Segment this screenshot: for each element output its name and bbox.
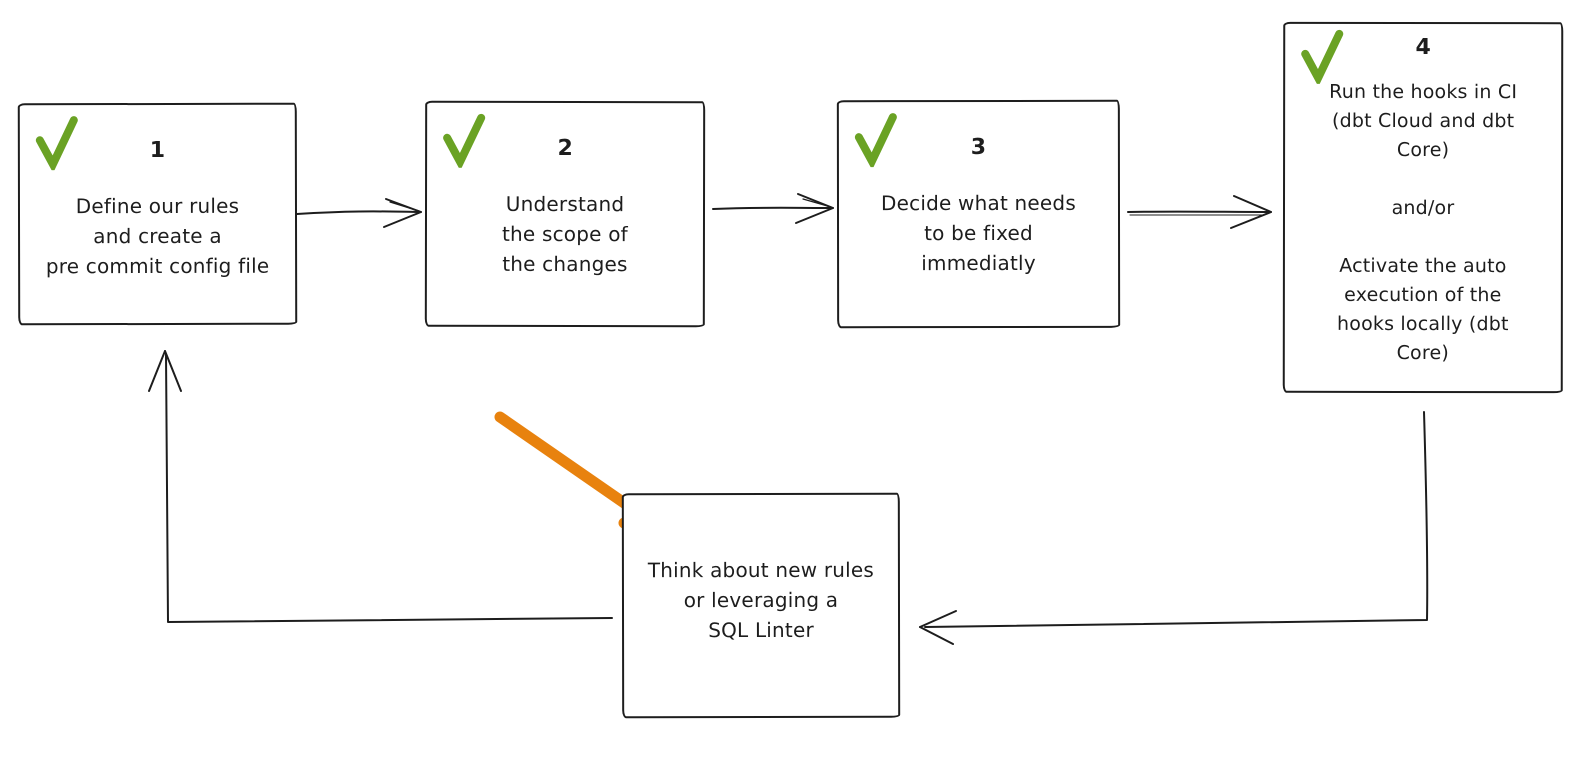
arrow-step3-to-step4 [1127, 195, 1272, 229]
step-text: Define our rules and create a pre commit… [45, 193, 270, 279]
loop-box: Think about new rules or leveraging a SQ… [621, 492, 901, 719]
step-text: Decide what needs to be fixed immediatly [881, 190, 1076, 276]
loop-box-text: Think about new rules or leveraging a SQ… [647, 557, 875, 643]
arrow-step2-to-step3 [712, 193, 834, 224]
arrow-step4-to-loop [919, 411, 1429, 645]
step-box-3: 3 Decide what needs to be fixed immediat… [836, 99, 1121, 329]
checkmark-icon [443, 113, 486, 168]
checkmark-icon [1301, 29, 1344, 84]
checkmark-icon [854, 113, 897, 168]
step-box-1: 1 Define our rules and create a pre comm… [17, 102, 298, 326]
step-text: Understand the scope of the changes [502, 191, 628, 277]
checkmark-icon [35, 116, 78, 171]
arrow-step1-to-step2 [296, 198, 422, 228]
step-box-4: 4 Run the hooks in CI (dbt Cloud and dbt… [1282, 21, 1564, 394]
arrow-loop-to-step1 [148, 350, 613, 623]
step-box-2: 2 Understand the scope of the changes [424, 100, 706, 328]
step-text: Run the hooks in CI (dbt Cloud and dbt C… [1329, 80, 1518, 365]
